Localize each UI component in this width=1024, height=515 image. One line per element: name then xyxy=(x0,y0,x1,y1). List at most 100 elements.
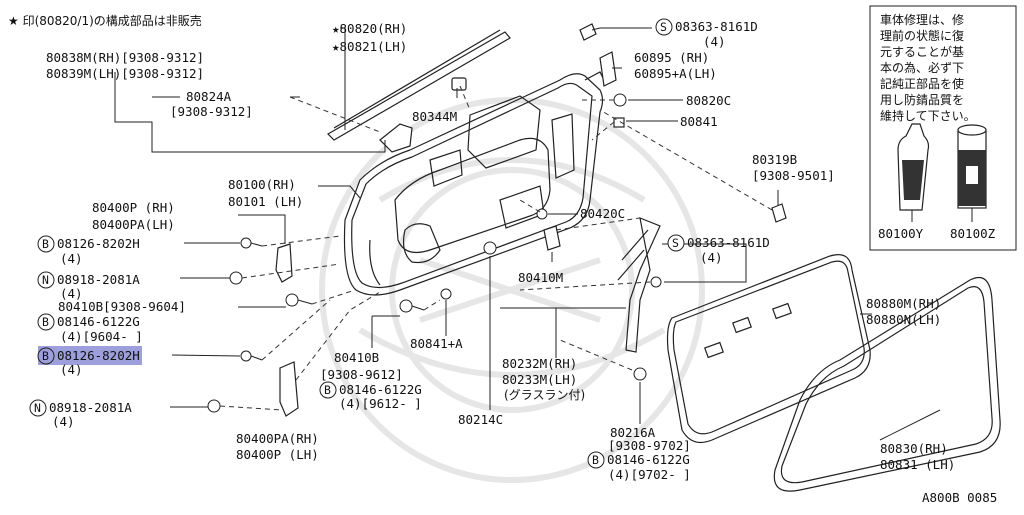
selection-highlight xyxy=(38,346,142,365)
notice-box: 車体修理は、修 理前の状態に復 元することが基 本の為、必ず下 記純正部品を使 … xyxy=(869,5,1017,251)
svg-text:08918-2081A: 08918-2081A xyxy=(49,400,132,415)
svg-text:80400PA(RH): 80400PA(RH) xyxy=(236,431,319,446)
svg-text:80400P (LH): 80400P (LH) xyxy=(236,447,319,462)
svg-text:60895 (RH): 60895 (RH) xyxy=(634,50,709,65)
callout-80400p: 80400P (RH) 80400PA(LH) xyxy=(92,200,175,232)
svg-text:(4): (4) xyxy=(52,414,75,429)
svg-text:S: S xyxy=(660,20,667,34)
bolt-08126-lower xyxy=(240,350,263,362)
svg-text:80400PA(LH): 80400PA(LH) xyxy=(92,217,175,232)
svg-text:80233M(LH): 80233M(LH) xyxy=(502,372,577,387)
svg-text:(4)[9702- ]: (4)[9702- ] xyxy=(608,467,691,482)
sealant-tube-icon xyxy=(897,123,930,222)
callout-80400pa: 80400PA(RH) 80400P (LH) xyxy=(236,431,319,462)
callout-80410b-upper: 80410B[9308-9604] xyxy=(58,299,186,314)
callout-80232: 80232M(RH) 80233M(LH) (グラスラン付) xyxy=(502,356,585,402)
svg-text:(4): (4) xyxy=(703,34,726,49)
svg-text:★80820(RH): ★80820(RH) xyxy=(332,21,407,36)
callout-08918-lower: N 08918-2081A (4) xyxy=(29,399,132,429)
callout-80820c: 80820C xyxy=(686,93,731,108)
bolt-80410b-lower xyxy=(399,299,425,313)
svg-text:元することが基: 元することが基 xyxy=(880,44,964,59)
svg-text:本の為、必ず下: 本の為、必ず下 xyxy=(880,61,964,75)
callout-80214c: 80214C xyxy=(458,412,503,427)
svg-text:08126-8202H: 08126-8202H xyxy=(57,348,140,363)
svg-text:80232M(RH): 80232M(RH) xyxy=(502,356,577,371)
svg-text:B: B xyxy=(42,237,49,251)
svg-text:80824A: 80824A xyxy=(186,89,232,104)
clip-80820c-part xyxy=(613,93,627,107)
clip-80420c-part xyxy=(536,208,548,220)
svg-text:80100Y: 80100Y xyxy=(878,226,924,241)
screw-08363-lower-part xyxy=(650,276,662,288)
callout-08363-top: S 08363-8161D (4) xyxy=(655,18,758,49)
svg-text:80830(RH): 80830(RH) xyxy=(880,441,948,456)
leader-lines xyxy=(114,27,941,441)
rustproof-can-icon xyxy=(957,124,987,222)
outer-weatherstrip-part xyxy=(327,31,511,141)
svg-text:08146-6122G: 08146-6122G xyxy=(339,382,422,397)
upper-hinge-part xyxy=(275,243,293,283)
svg-text:(4): (4) xyxy=(60,362,83,377)
callout-80820: ★80820(RH) ★80821(LH) xyxy=(332,21,407,54)
svg-text:80400P (RH): 80400P (RH) xyxy=(92,200,175,215)
callout-80841: 80841 xyxy=(680,114,718,129)
callout-08363-lower: S 08363-8161D (4) xyxy=(667,234,770,265)
svg-text:記純正部品を使: 記純正部品を使 xyxy=(880,76,964,91)
glass-run-part xyxy=(625,217,661,353)
svg-text:80216A: 80216A xyxy=(610,425,656,440)
svg-text:80831 (LH): 80831 (LH) xyxy=(880,457,955,472)
watermark-emblem xyxy=(319,97,705,483)
clip-80344-part xyxy=(451,77,467,91)
svg-text:08126-8202H: 08126-8202H xyxy=(57,236,140,251)
svg-text:60895+A(LH): 60895+A(LH) xyxy=(634,66,717,81)
door-weatherstrip-part xyxy=(773,276,1001,492)
lower-hinge-part xyxy=(279,361,299,417)
svg-text:80839M(LH)[9308-9312]: 80839M(LH)[9308-9312] xyxy=(46,66,204,81)
svg-text:08146-6122G: 08146-6122G xyxy=(57,314,140,329)
callout-80880: 80880M(RH) 80880N(LH) xyxy=(866,296,941,327)
svg-text:用し防錆品質を: 用し防錆品質を xyxy=(880,92,964,107)
svg-text:80100(RH): 80100(RH) xyxy=(228,177,296,192)
bolt-08126-upper xyxy=(240,237,263,249)
callout-80838: 80838M(RH)[9308-9312] 80839M(LH)[9308-93… xyxy=(46,50,204,81)
svg-text:B: B xyxy=(592,453,599,467)
screw-08363-top-part xyxy=(579,23,597,41)
svg-text:(4): (4) xyxy=(60,251,83,266)
pad-60895-part xyxy=(599,51,617,87)
svg-text:B: B xyxy=(42,315,49,329)
bracket-80319-part xyxy=(771,203,787,223)
svg-text:80838M(RH)[9308-9312]: 80838M(RH)[9308-9312] xyxy=(46,50,204,65)
svg-text:80100Z: 80100Z xyxy=(950,226,996,241)
grommet-80214c xyxy=(483,241,497,255)
svg-text:維持して下さい。: 維持して下さい。 xyxy=(880,108,976,123)
svg-text:B: B xyxy=(324,383,331,397)
svg-text:N: N xyxy=(42,273,49,287)
diagram-code: A800B 0085 xyxy=(922,490,997,505)
callout-80216: 80216A [9308-9702] B 08146-6122G (4)[970… xyxy=(587,425,691,482)
seal-80824-part xyxy=(379,123,413,153)
svg-text:理前の状態に復: 理前の状態に復 xyxy=(880,28,964,43)
svg-text:S: S xyxy=(672,236,679,250)
svg-text:(グラスラン付): (グラスラン付) xyxy=(504,388,585,402)
callout-80319: 80319B [9308-9501] xyxy=(752,152,835,183)
svg-text:08918-2081A: 08918-2081A xyxy=(57,272,140,287)
svg-text:★80821(LH): ★80821(LH) xyxy=(332,39,407,54)
svg-text:(4)[9604- ]: (4)[9604- ] xyxy=(60,329,143,344)
callout-80410b-lower: 80410B [9308-9612] B 08146-6122G (4)[961… xyxy=(319,350,422,411)
callout-80100: 80100(RH) 80101 (LH) xyxy=(228,177,303,209)
svg-text:(4)[9612- ]: (4)[9612- ] xyxy=(339,396,422,411)
svg-text:80319B: 80319B xyxy=(752,152,797,167)
callout-80420c: 80420C xyxy=(580,206,625,221)
nut-08918-lower xyxy=(207,399,221,413)
svg-text:80880M(RH): 80880M(RH) xyxy=(866,296,941,311)
callout-08126-lower: B 08126-8202H (4) xyxy=(37,346,142,377)
svg-text:N: N xyxy=(34,401,41,415)
svg-text:[9308-9501]: [9308-9501] xyxy=(752,168,835,183)
callout-80841a: 80841+A xyxy=(410,336,463,351)
svg-text:80101 (LH): 80101 (LH) xyxy=(228,194,303,209)
svg-text:[9308-9612]: [9308-9612] xyxy=(320,367,403,382)
svg-text:(4): (4) xyxy=(700,250,723,265)
header-note: ★ 印(80820/1)の構成部品は非販売 xyxy=(8,13,202,28)
